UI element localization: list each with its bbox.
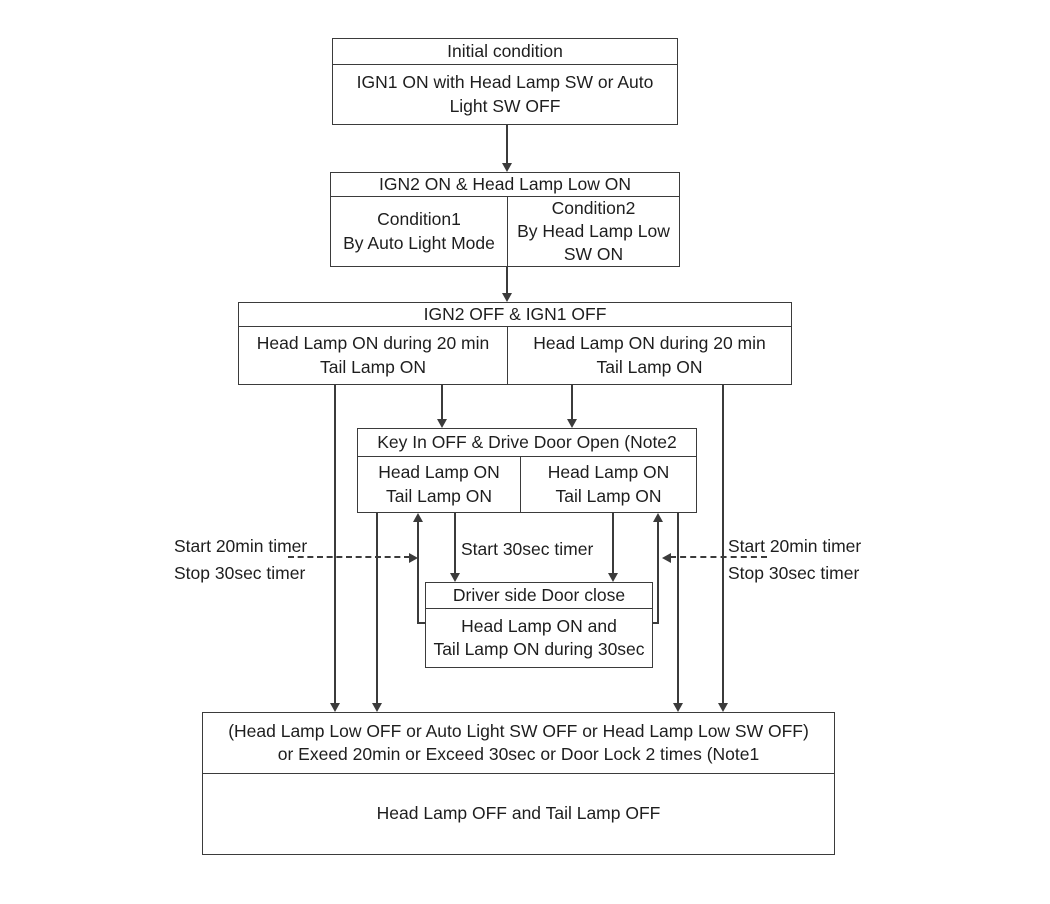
connector-doorclose-return-right	[657, 522, 659, 623]
connector-keyin-right-to-lampoff	[677, 513, 679, 703]
arrow-down-icon	[502, 293, 512, 302]
arrow-down-icon	[330, 703, 340, 712]
arrow-down-icon	[437, 419, 447, 428]
key-in-off-box: Key In OFF & Drive Door Open (Note2 Head…	[357, 428, 697, 513]
arrow-down-icon	[718, 703, 728, 712]
connector-left-outer	[334, 385, 336, 703]
label-start-20min-timer-left: Start 20min timer	[174, 536, 308, 556]
connector-initial-to-ign2on	[506, 125, 508, 163]
dashed-timer-line-right	[670, 556, 767, 558]
key-in-left-cell: Head Lamp ON Tail Lamp ON	[378, 462, 500, 506]
connector-keyin-to-doorclose-left	[454, 513, 456, 573]
ign2-off-left-cell: Head Lamp ON during 20 min Tail Lamp ON	[256, 333, 490, 377]
connector-doorclose-return-right-elbow	[650, 622, 659, 624]
initial-condition-box: Initial condition IGN1 ON with Head Lamp…	[332, 38, 678, 125]
connector-ign2on-to-ign2off	[506, 267, 508, 293]
arrow-down-icon	[567, 419, 577, 428]
arrow-down-icon	[502, 163, 512, 172]
connector-doorclose-return-left	[417, 522, 419, 623]
connector-doorclose-return-left-elbow	[417, 622, 426, 624]
driver-door-close-body: Head Lamp ON and Tail Lamp ON during 30s…	[433, 615, 645, 659]
ign2-off-right-cell: Head Lamp ON during 20 min Tail Lamp ON	[507, 327, 791, 384]
arrow-left-icon	[662, 553, 671, 563]
initial-condition-body: IGN1 ON with Head Lamp SW or Auto Light …	[356, 72, 654, 116]
connector-keyin-left-to-lampoff	[376, 513, 378, 703]
arrow-up-icon	[413, 513, 423, 522]
arrow-right-icon	[409, 553, 418, 563]
arrow-down-icon	[372, 703, 382, 712]
connector-right-outer	[722, 385, 724, 703]
label-stop-30sec-timer-right: Stop 30sec timer	[728, 563, 860, 583]
key-in-right-cell: Head Lamp ON Tail Lamp ON	[520, 457, 696, 512]
lamp-off-header: (Head Lamp Low OFF or Auto Light SW OFF …	[203, 713, 834, 774]
condition2-cell: Condition2 By Head Lamp Low SW ON	[507, 197, 679, 266]
key-in-off-header: Key In OFF & Drive Door Open (Note2	[358, 429, 696, 457]
label-stop-30sec-timer-left: Stop 30sec timer	[174, 563, 306, 583]
driver-door-close-header: Driver side Door close	[426, 583, 652, 609]
condition1-cell: Condition1 By Auto Light Mode	[343, 209, 495, 253]
ign2-on-header: IGN2 ON & Head Lamp Low ON	[331, 173, 679, 197]
lamp-off-box: (Head Lamp Low OFF or Auto Light SW OFF …	[202, 712, 835, 855]
ign2-on-box: IGN2 ON & Head Lamp Low ON Condition1 By…	[330, 172, 680, 267]
arrow-up-icon	[653, 513, 663, 522]
connector-ign2off-to-keyin-right	[571, 385, 573, 419]
label-start-30sec-timer: Start 30sec timer	[461, 539, 594, 559]
initial-condition-header: Initial condition	[333, 39, 677, 65]
driver-door-close-box: Driver side Door close Head Lamp ON and …	[425, 582, 653, 668]
arrow-down-icon	[608, 573, 618, 582]
arrow-down-icon	[450, 573, 460, 582]
connector-ign2off-to-keyin-left	[441, 385, 443, 419]
label-start-20min-timer-right: Start 20min timer	[728, 536, 862, 556]
ign2-off-box: IGN2 OFF & IGN1 OFF Head Lamp ON during …	[238, 302, 792, 385]
ign2-off-header: IGN2 OFF & IGN1 OFF	[239, 303, 791, 327]
dashed-timer-line-left	[288, 556, 410, 558]
connector-keyin-to-doorclose-right	[612, 513, 614, 573]
arrow-down-icon	[673, 703, 683, 712]
lamp-off-body: Head Lamp OFF and Tail Lamp OFF	[376, 803, 661, 824]
